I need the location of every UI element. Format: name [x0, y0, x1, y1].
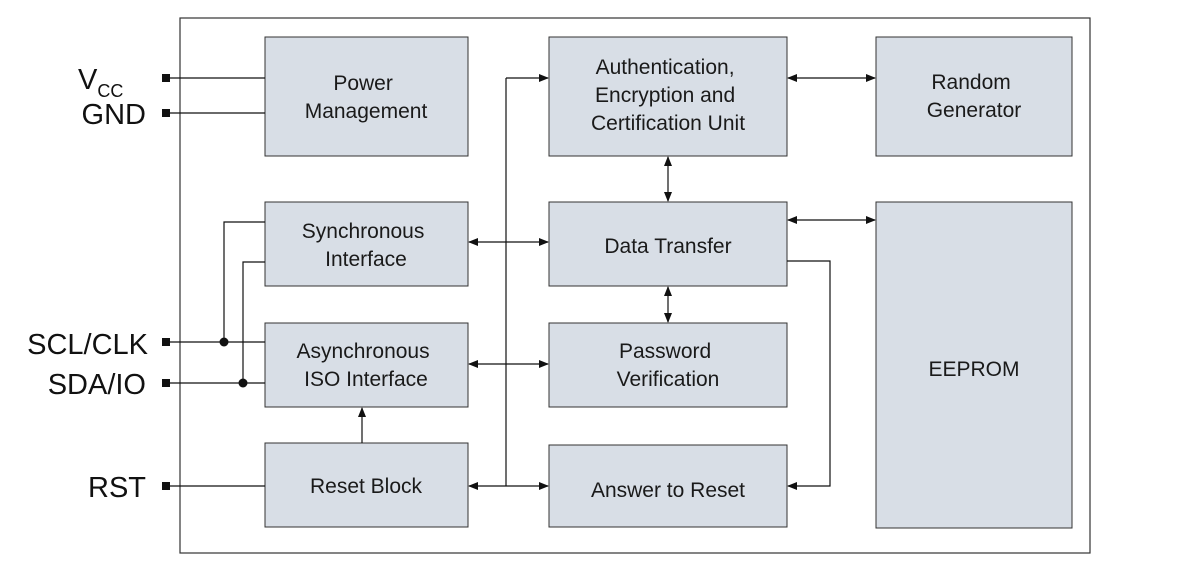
rst-terminal: [162, 482, 170, 490]
vcc-sub: CC: [97, 81, 123, 101]
answer-to-reset-block: [548, 444, 788, 528]
data-transfer-line-1: Data Transfer: [604, 235, 731, 258]
asynchronous-interface-block: [264, 322, 469, 408]
async-line-2: ISO Interface: [304, 368, 428, 391]
eeprom-block: [875, 201, 1073, 529]
gnd-pin-label: GND: [82, 99, 146, 131]
sda-pin-label: SDA/IO: [48, 369, 146, 401]
vcc-terminal: [162, 74, 170, 82]
reset-line-1: Reset Block: [310, 475, 423, 498]
power-line-1: Power: [333, 72, 393, 95]
asynchronous-interface-label: Asynchronous ISO Interface: [297, 340, 436, 391]
auth-line-1: Authentication,: [596, 56, 735, 79]
reset-block: [264, 442, 469, 528]
authentication-unit-block: [548, 36, 788, 157]
auth-line-3: Certification Unit: [591, 112, 745, 135]
sda-terminal: [162, 379, 170, 387]
random-generator-block: [875, 36, 1073, 157]
synchronous-interface-block: [264, 201, 469, 287]
scl-terminal: [162, 338, 170, 346]
async-line-1: Asynchronous: [297, 340, 430, 363]
vcc-main: V: [78, 64, 98, 96]
vcc-pin-label: VCC: [78, 64, 123, 101]
random-generator-label: Random Generator: [927, 71, 1022, 122]
scl-junction-dot: [219, 337, 229, 347]
eeprom-line-1: EEPROM: [928, 358, 1019, 381]
rst-pin-label: RST: [88, 472, 146, 504]
power-management-block: [264, 36, 469, 157]
authentication-unit-label: Authentication, Encryption and Certifica…: [591, 56, 745, 135]
random-line-2: Generator: [927, 99, 1022, 122]
password-verification-label: Password Verification: [617, 340, 720, 391]
password-line-1: Password: [619, 340, 711, 363]
power-management-label: Power Management: [305, 72, 428, 123]
data-transfer-block: [548, 201, 788, 287]
answer-to-reset-label: Answer to Reset: [591, 479, 745, 502]
sync-line-2: Interface: [325, 248, 407, 271]
random-line-1: Random: [931, 71, 1010, 94]
gnd-terminal: [162, 109, 170, 117]
chip-outline: [179, 17, 1091, 554]
auth-line-2: Encryption and: [595, 84, 735, 107]
password-verification-block: [548, 322, 788, 408]
scl-pin-label: SCL/CLK: [27, 329, 149, 361]
power-line-2: Management: [305, 100, 428, 123]
eeprom-label: EEPROM: [928, 358, 1019, 381]
sync-line-1: Synchronous: [302, 220, 425, 243]
atr-line-1: Answer to Reset: [591, 479, 745, 502]
data-transfer-label: Data Transfer: [604, 235, 731, 258]
data-transfer-to-atr-wire: [787, 260, 831, 490]
sda-to-sync-wire: [242, 261, 265, 383]
scl-to-sync-wire: [223, 221, 265, 342]
password-line-2: Verification: [617, 368, 720, 391]
sda-junction-dot: [238, 378, 248, 388]
synchronous-interface-label: Synchronous Interface: [302, 220, 430, 271]
reset-block-label: Reset Block: [310, 475, 423, 498]
